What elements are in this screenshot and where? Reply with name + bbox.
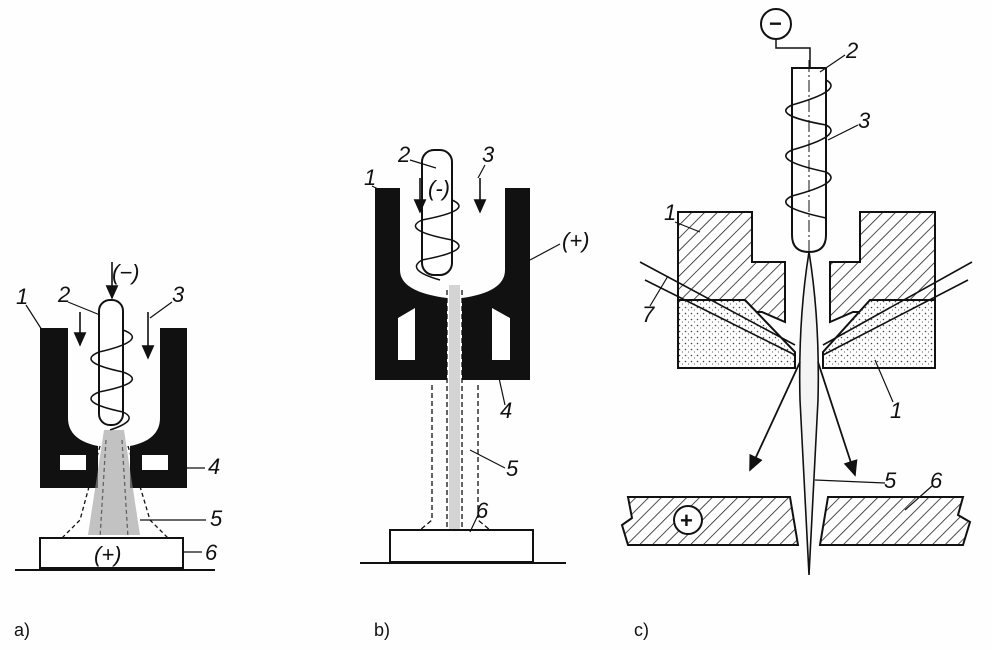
leader-lines-a bbox=[25, 301, 206, 553]
label-b-2: 2 bbox=[397, 142, 410, 167]
label-c-minus: − bbox=[769, 11, 782, 36]
caption-c: c) bbox=[634, 620, 649, 640]
label-b-plus: (+) bbox=[562, 228, 590, 253]
cooling-hole-a-right bbox=[142, 455, 168, 470]
caption-a: a) bbox=[14, 620, 30, 640]
arc-column-b bbox=[419, 290, 491, 531]
label-c-6: 6 bbox=[930, 468, 943, 493]
lead-wire-c bbox=[775, 39, 811, 68]
label-b-5: 5 bbox=[506, 456, 519, 481]
label-a-5: 5 bbox=[210, 506, 223, 531]
spray-arrow-left-c bbox=[749, 361, 801, 472]
caption-b: b) bbox=[374, 620, 390, 640]
cooling-hole-b-right bbox=[492, 308, 510, 360]
gas-channel-c bbox=[639, 261, 973, 356]
nozzle-body-a bbox=[40, 328, 187, 488]
spiral-gas-c bbox=[785, 79, 832, 219]
insulator-lower-right-c bbox=[822, 299, 936, 369]
leader-lines-c bbox=[649, 54, 933, 511]
workpiece-left-c bbox=[620, 496, 800, 546]
cooling-hole-a-left bbox=[60, 455, 86, 470]
label-c-1-top: 1 bbox=[664, 200, 676, 225]
electrode-a bbox=[98, 299, 124, 426]
arc-core-b bbox=[449, 285, 460, 530]
label-a-1: 1 bbox=[16, 284, 28, 309]
diagram-a: 1 2 (−) 3 4 5 (+) 6 a) bbox=[14, 260, 223, 640]
diagram-c: − + 2 3 1 7 1 5 6 c) bbox=[620, 8, 973, 640]
insulator-lower-left-c bbox=[677, 299, 796, 369]
spiral-gas-a bbox=[90, 329, 134, 431]
label-b-4: 4 bbox=[500, 398, 512, 423]
cooling-hole-b-left bbox=[398, 308, 415, 360]
label-c-3: 3 bbox=[858, 108, 871, 133]
plasma-jet-c bbox=[798, 251, 820, 576]
label-b-6: 6 bbox=[476, 498, 489, 523]
label-a-6: 6 bbox=[205, 540, 218, 565]
label-c-7: 7 bbox=[642, 302, 655, 327]
label-b-1: 1 bbox=[364, 165, 376, 190]
workpiece-b bbox=[389, 529, 534, 563]
leader-lines-b bbox=[371, 159, 561, 533]
label-b-3: 3 bbox=[482, 142, 495, 167]
arc-core-a bbox=[88, 430, 140, 535]
label-c-2: 2 bbox=[845, 38, 858, 63]
spiral-gas-b bbox=[414, 199, 460, 281]
workpiece-a bbox=[39, 537, 184, 569]
plus-terminal-c bbox=[673, 505, 703, 535]
label-c-1-bottom: 1 bbox=[890, 398, 902, 423]
spray-arrow-right-c bbox=[817, 361, 858, 477]
diagram-b: 1 2 (-) 3 (+) 4 5 6 b) bbox=[360, 142, 590, 640]
label-a-plus: (+) bbox=[94, 542, 122, 567]
label-b-minus: (-) bbox=[428, 176, 450, 201]
label-a-minus: (−) bbox=[112, 260, 140, 285]
label-a-4: 4 bbox=[208, 454, 220, 479]
workpiece-right-c bbox=[818, 496, 972, 546]
label-c-plus: + bbox=[680, 508, 693, 533]
label-a-2: 2 bbox=[57, 282, 70, 307]
label-a-3: 3 bbox=[172, 282, 185, 307]
label-c-5: 5 bbox=[884, 468, 897, 493]
